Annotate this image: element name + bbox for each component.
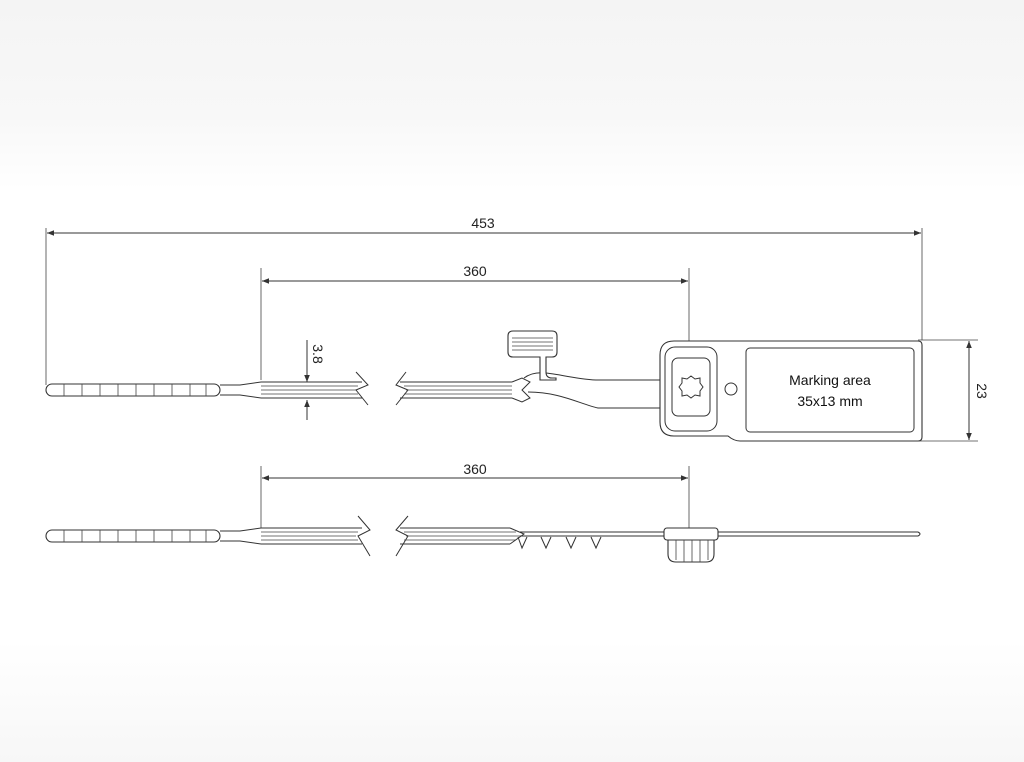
break-mark-left-top [355,371,369,406]
strap-taper-top [220,381,262,399]
dimension-label-23: 23 [974,383,990,399]
dimension-overall-length: 453 [45,215,923,385]
dimension-strap-length-top: 360 [260,263,690,380]
strap-arm-upper [523,372,664,381]
hanging-hole [724,382,738,396]
strap-segment-right-top [395,371,512,406]
seal-top-view: Marking area 35x13 mm [45,330,923,442]
locking-gear-icon [678,375,704,399]
seal-head-side [663,527,719,563]
marking-area-label: Marking area [789,372,871,388]
strap-arm-lower [527,391,664,409]
strap-taper-side [220,527,262,545]
break-mark-left-side [357,515,371,557]
strap-segment-left-side [261,515,371,557]
break-mark-right-top [395,371,409,406]
locking-teeth [517,536,602,550]
dimension-strap-thickness: 3.8 [304,340,326,420]
dimension-label-3-8: 3.8 [310,344,326,364]
marking-area-size: 35x13 mm [797,393,862,409]
dimension-label-453: 453 [471,215,495,231]
ribbed-tail-top [45,383,221,397]
strap-tip-top [511,377,531,403]
seal-side-view [45,515,921,563]
strap-segment-right-side [395,515,526,557]
dimension-label-360-top: 360 [463,263,487,279]
seal-head-top: Marking area 35x13 mm [659,340,923,442]
grip-tab [507,330,558,381]
dimension-label-360-bottom: 360 [463,461,487,477]
strap-tip-side [509,527,526,545]
dimension-strap-length-bottom: 360 [260,461,690,528]
strap-segment-left-top [261,371,369,406]
ribbed-tail-side [45,529,221,543]
marking-area-box [745,347,915,433]
dimension-head-height: 23 [918,339,990,442]
break-mark-right-side [395,515,409,557]
flat-strip-side [520,531,921,537]
